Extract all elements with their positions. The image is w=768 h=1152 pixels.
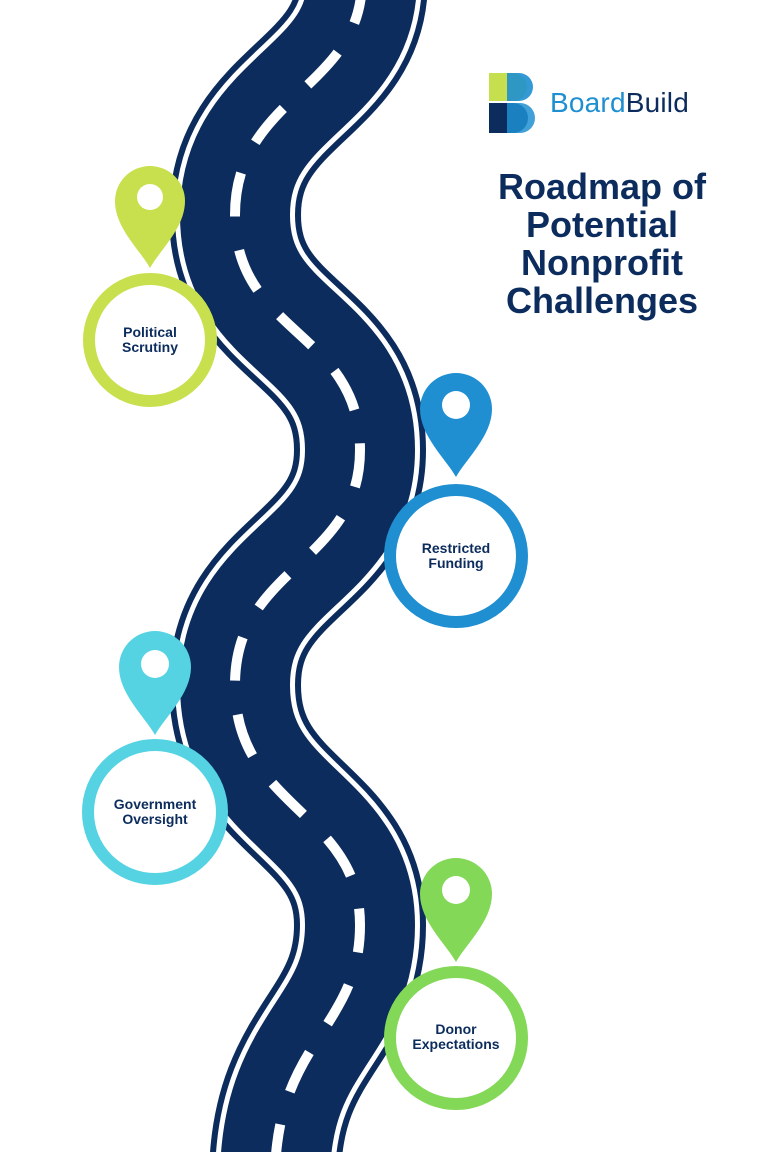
stop-ring	[384, 484, 528, 628]
stop-label-government-oversight: Government Oversight	[95, 797, 215, 827]
pin-hole	[141, 650, 169, 678]
title-line: Potential	[525, 204, 678, 245]
stop-political-scrutiny	[83, 166, 217, 407]
stop-label-line: Political	[123, 324, 177, 340]
title-line: Roadmap of	[497, 166, 706, 207]
pin-hole	[137, 184, 163, 210]
stop-ring	[83, 273, 217, 407]
map-pin-icon	[420, 858, 492, 962]
stop-label-restricted-funding: Restricted Funding	[396, 541, 516, 571]
brand-name-board: Board	[550, 87, 626, 118]
road-center-dashes	[229, 0, 366, 1152]
stop-donor-expectations	[384, 858, 528, 1110]
stop-restricted-funding	[384, 373, 528, 628]
logo-blue-segment	[507, 73, 533, 101]
pin-hole	[442, 391, 470, 419]
map-pin-icon	[115, 166, 185, 268]
stacked-b-logo-icon	[489, 73, 535, 133]
stop-label-line: Government	[113, 796, 197, 812]
logo-blue-lower-segment	[507, 103, 535, 133]
stop-label-line: Donor	[435, 1021, 477, 1037]
title-line: Challenges	[505, 280, 699, 321]
brand-wordmark: BoardBuild	[550, 86, 689, 120]
stop-government-oversight	[82, 631, 228, 885]
page-title: Roadmap of Potential Nonprofit Challenge…	[470, 168, 734, 320]
brand-name-build: Build	[625, 87, 689, 118]
map-pin-icon	[119, 631, 191, 735]
stop-label-line: Scrutiny	[121, 339, 178, 355]
road-surface	[179, 0, 416, 1152]
stop-label-line: Oversight	[122, 811, 188, 827]
stop-ring	[82, 739, 228, 885]
stop-label-line: Expectations	[412, 1036, 500, 1052]
stop-label-line: Funding	[428, 555, 484, 571]
stop-label-line: Restricted	[421, 540, 491, 556]
map-pin-icon	[420, 373, 492, 477]
stop-ring	[384, 966, 528, 1110]
title-line: Nonprofit	[521, 242, 683, 283]
pin-hole	[442, 876, 470, 904]
stop-label-donor-expectations: Donor Expectations	[396, 1022, 516, 1052]
stop-label-political-scrutiny: Political Scrutiny	[90, 325, 210, 355]
